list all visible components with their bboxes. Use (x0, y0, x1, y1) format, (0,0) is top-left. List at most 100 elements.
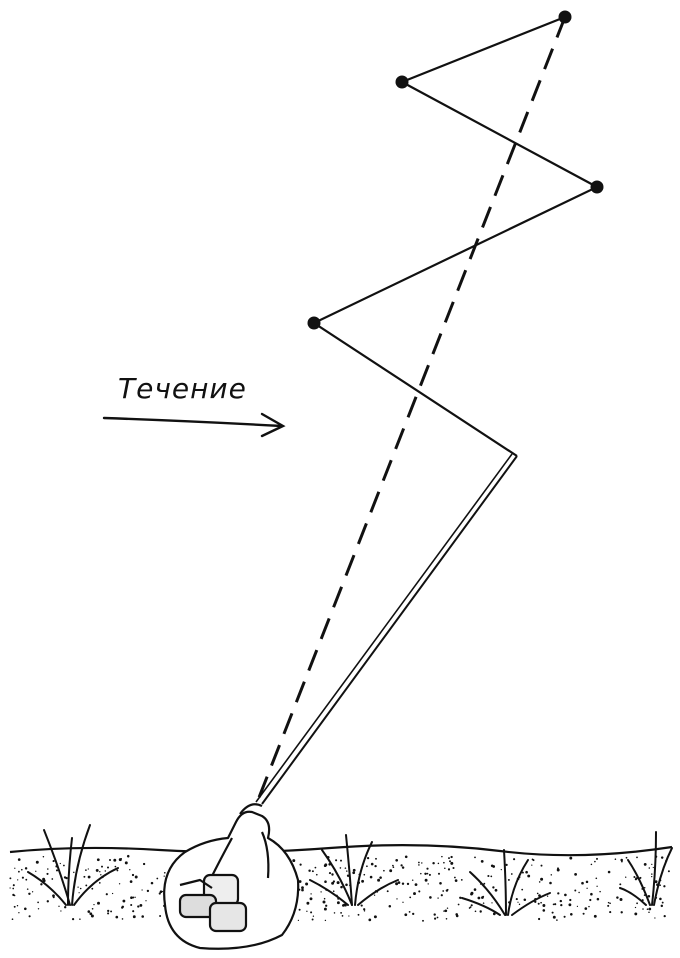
ground-speckle (325, 905, 327, 907)
ground-speckle (516, 898, 518, 900)
ground-speckle (560, 900, 562, 902)
ground-speckle (324, 898, 326, 900)
ground-speckle (447, 889, 449, 891)
ground-speckle (316, 874, 318, 876)
ground-speckle (438, 863, 440, 865)
ground-speckle (361, 905, 363, 907)
ground-speckle (609, 911, 611, 913)
ground-speckle (553, 916, 556, 919)
ground-speckle (668, 870, 670, 872)
ground-speckle (647, 908, 649, 910)
ground-speckle (353, 869, 356, 872)
ground-speckle (156, 878, 158, 880)
ground-speckle (578, 892, 579, 893)
ground-speckle (343, 904, 345, 906)
ground-speckle (415, 883, 418, 886)
ground-speckle (581, 882, 584, 885)
ground-speckle (636, 902, 638, 904)
ground-speckle (595, 877, 597, 879)
ground-speckle (412, 879, 413, 880)
ground-speckle (452, 867, 454, 869)
ground-speckle (409, 896, 411, 898)
ground-speckle (100, 874, 101, 875)
ground-speckle (79, 918, 81, 920)
ground-speckle (537, 893, 539, 895)
right-arrow-icon (104, 414, 283, 436)
ground-speckle (553, 904, 555, 906)
ground-speckle (495, 889, 498, 892)
ground-speckle (661, 856, 663, 858)
ground-speckle (134, 897, 135, 898)
ground-speckle (387, 890, 389, 892)
ground-speckle (301, 889, 304, 892)
ground-speckle (46, 873, 48, 875)
ground-speckle (448, 868, 450, 870)
ground-speckle (412, 913, 414, 915)
ground-speckle (662, 902, 664, 904)
ground-speckle (402, 902, 403, 903)
ground-speckle (443, 910, 444, 911)
ground-speckle (312, 919, 314, 921)
ground-speckle (432, 862, 434, 864)
ground-speckle (608, 902, 610, 904)
ground-speckle (569, 899, 571, 901)
ground-speckle (325, 920, 326, 921)
ground-speckle (159, 915, 161, 917)
ground-speckle (36, 861, 39, 864)
ground-speckle (449, 860, 451, 862)
ground-speckle (648, 912, 650, 914)
ground-speckle (14, 895, 16, 897)
ground-speckle (418, 864, 420, 866)
ground-speckle (469, 907, 471, 909)
ground-speckle (370, 876, 373, 879)
ground-speckle (17, 905, 18, 906)
ground-speckle (615, 858, 617, 860)
ground-speckle (407, 883, 409, 885)
ground-speckle (310, 893, 311, 894)
ground-speckle (368, 919, 371, 922)
ground-speckle (164, 872, 166, 874)
ground-speckle (18, 871, 20, 873)
ground-speckle (663, 885, 665, 887)
ground-speckle (28, 893, 30, 895)
ground-speckle (481, 860, 484, 863)
rope-line-1 (262, 456, 517, 804)
ground-speckle (648, 895, 651, 898)
ground-speckle (92, 908, 94, 910)
ground-speckle (621, 911, 623, 913)
ground-speckle (448, 857, 450, 859)
ground-speckle (37, 902, 39, 904)
ground-speckle (591, 864, 593, 866)
ground-speckle (132, 910, 134, 912)
ground-speckle (491, 865, 494, 868)
ground-speckle (324, 880, 327, 883)
ground (9, 845, 672, 922)
ground-speckle (574, 890, 576, 892)
dot-icon (591, 181, 604, 194)
ground-speckle (107, 866, 109, 868)
ground-speckle (151, 882, 154, 885)
ground-speckle (18, 912, 19, 913)
ground-speckle (590, 893, 593, 896)
ground-speckle (577, 906, 578, 907)
ground-speckle (363, 908, 365, 910)
ground-speckle (345, 867, 347, 869)
ground-speckle (132, 874, 134, 876)
ground-speckle (348, 915, 349, 916)
ground-speckle (64, 906, 66, 908)
ground-speckle (333, 890, 335, 892)
ground-speckle (47, 868, 49, 870)
ground-speckle (12, 888, 14, 890)
ground-speckle (398, 881, 401, 884)
ground-speckle (310, 911, 312, 913)
ground-speckle (25, 867, 27, 869)
ground-speckle (422, 920, 424, 922)
ground-speckle (651, 873, 652, 874)
ground-speckle (306, 902, 309, 905)
ground-speckle (616, 896, 618, 898)
ground-speckle (52, 894, 55, 897)
ground-speckle (586, 881, 589, 884)
ground-speckle (112, 893, 113, 894)
ground-speckle (574, 873, 577, 876)
ground-speckle (18, 858, 21, 861)
